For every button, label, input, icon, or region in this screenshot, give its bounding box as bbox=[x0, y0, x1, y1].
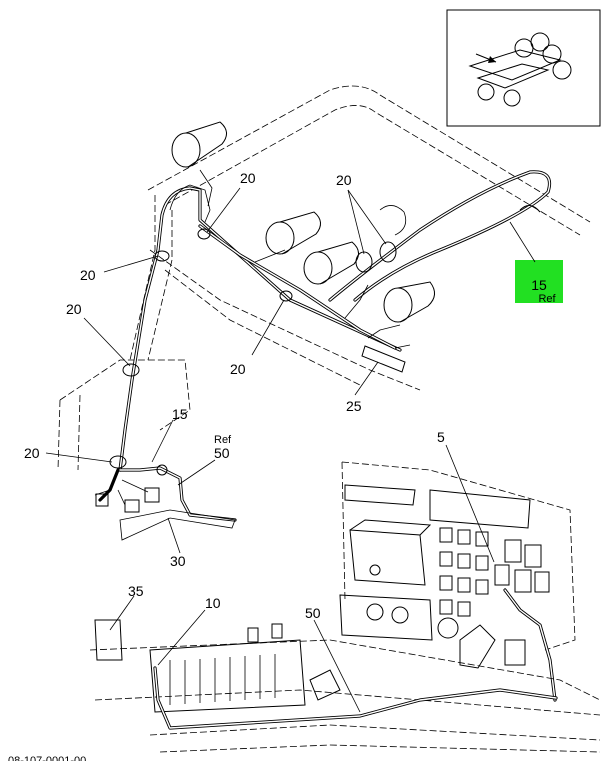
callout-20-top[interactable]: 20 bbox=[240, 170, 256, 186]
floor-rail bbox=[89, 619, 601, 753]
callout-10[interactable]: 10 bbox=[205, 595, 221, 611]
terminal-strip bbox=[169, 654, 276, 705]
callout-15-ref-number: 15 bbox=[531, 277, 547, 293]
speaker-top bbox=[171, 121, 227, 168]
leader-lines bbox=[45, 187, 536, 713]
cylinder-components bbox=[171, 121, 435, 323]
callout-5[interactable]: 5 bbox=[437, 429, 445, 445]
callout-35[interactable]: 35 bbox=[128, 583, 144, 599]
lower-harness bbox=[94, 464, 237, 541]
callout-15-ref-highlight[interactable]: 15 Ref bbox=[515, 260, 563, 305]
callout-20-left-mid[interactable]: 20 bbox=[66, 301, 82, 317]
callout-50-ref-word: Ref bbox=[214, 434, 232, 446]
callout-15-ref-word: Ref bbox=[538, 293, 556, 305]
harness-clips bbox=[109, 228, 397, 469]
cab-outline bbox=[57, 85, 591, 471]
callout-30[interactable]: 30 bbox=[170, 553, 186, 569]
callout-50-upper[interactable]: 50 bbox=[214, 445, 230, 461]
electrical-panel bbox=[339, 461, 576, 702]
callout-20-left-upper[interactable]: 20 bbox=[80, 267, 96, 283]
callout-labels: 20 20 20 20 20 20 25 15 Ref 50 30 5 35 1… bbox=[24, 170, 445, 621]
speaker-right bbox=[383, 281, 435, 323]
truck-chassis-icon bbox=[468, 32, 572, 107]
callout-50-lower[interactable]: 50 bbox=[305, 605, 321, 621]
speaker-mid-2 bbox=[303, 241, 359, 285]
drawing-id: 08-107-0001-00 bbox=[8, 755, 86, 761]
main-harness bbox=[118, 169, 552, 472]
callout-20-lower-mid[interactable]: 20 bbox=[230, 361, 246, 377]
speaker-mid-1 bbox=[265, 211, 321, 255]
locator-inset bbox=[446, 9, 601, 127]
callout-25[interactable]: 25 bbox=[346, 398, 362, 414]
relay-grid bbox=[439, 527, 489, 617]
callout-20-left-lower[interactable]: 20 bbox=[24, 445, 40, 461]
relay-blocks bbox=[494, 539, 550, 593]
callout-15-lower[interactable]: 15 bbox=[172, 406, 188, 422]
callout-20-mid[interactable]: 20 bbox=[336, 172, 352, 188]
